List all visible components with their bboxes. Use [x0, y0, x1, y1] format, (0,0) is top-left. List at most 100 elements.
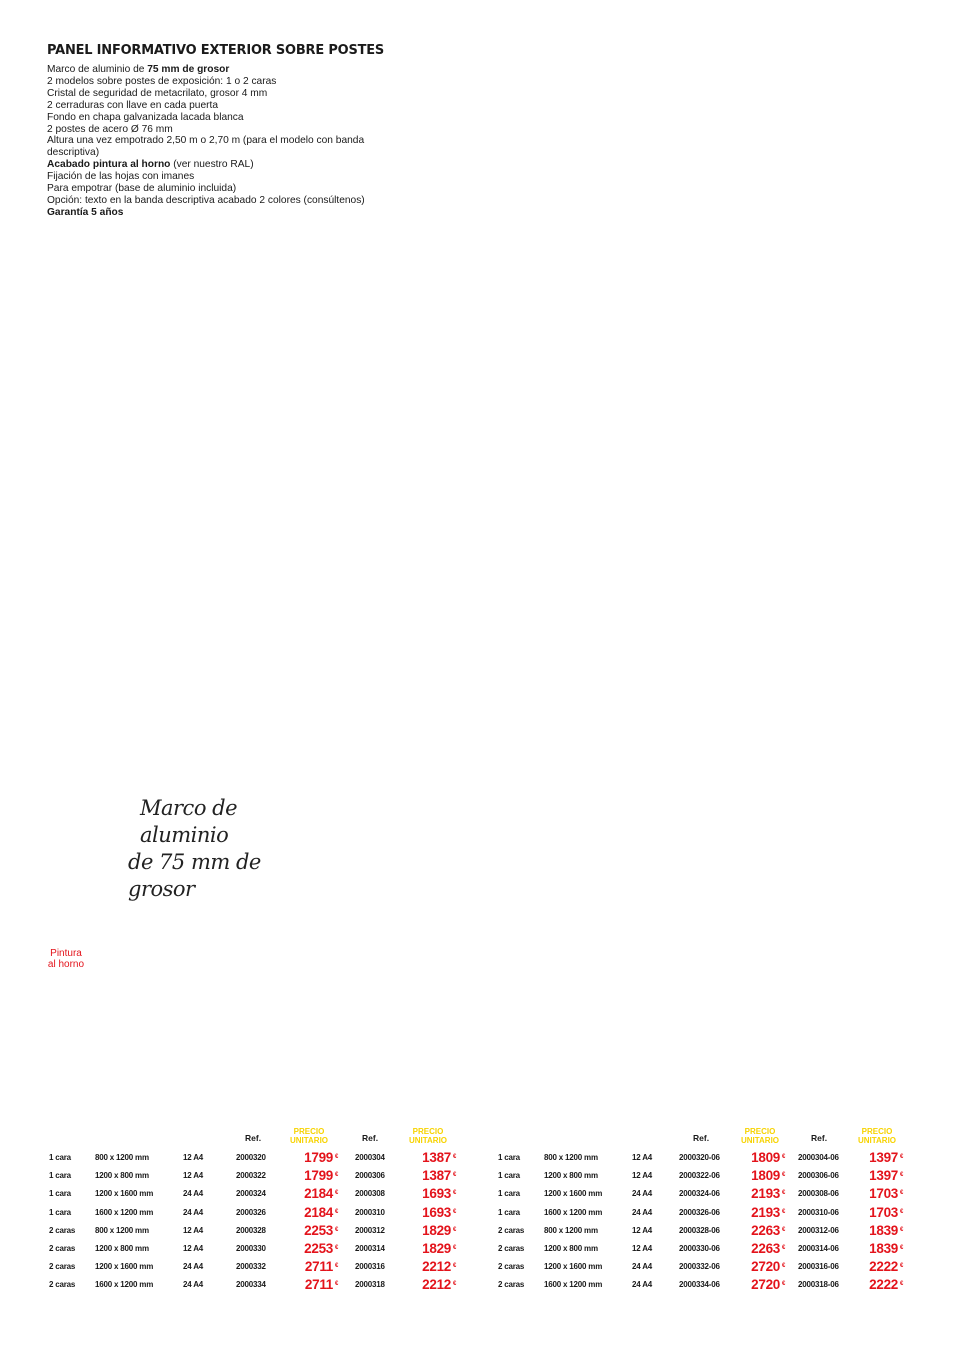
ref-cell: 2000320-06 — [679, 1153, 720, 1162]
currency-symbol: € — [453, 1244, 457, 1251]
ref-cell: 2000332 — [236, 1262, 266, 1272]
description-text: 2 modelos sobre postes de exposición: 1 … — [47, 75, 277, 87]
size-cell: 800 x 1200 mm — [544, 1153, 598, 1162]
price-cell: 1387 — [422, 1150, 451, 1165]
sheets-cell: 12 A4 — [632, 1153, 653, 1162]
sheets-cell: 24 A4 — [183, 1189, 204, 1199]
ref-cell: 2000306-06 — [798, 1171, 839, 1181]
sheets-cell: 24 A4 — [632, 1280, 653, 1290]
currency-symbol: € — [453, 1190, 457, 1197]
faces-cell: 2 caras — [49, 1280, 76, 1290]
currency-symbol: € — [335, 1281, 339, 1288]
currency-symbol: € — [335, 1154, 339, 1160]
ref-cell: 2000322-06 — [679, 1171, 720, 1181]
precio-label: PRECIO — [293, 1127, 325, 1136]
ref-header: Ref. — [245, 1133, 262, 1143]
page-title: PANEL INFORMATIVO EXTERIOR SOBRE POSTES — [47, 42, 385, 58]
price-cell: 1809 — [751, 1168, 780, 1184]
price-cell: 2253 — [304, 1222, 333, 1238]
description-line: Cristal de seguridad de metacrilato, gro… — [47, 88, 387, 100]
sheets-cell: 24 A4 — [183, 1262, 204, 1272]
sheets-cell: 12 A4 — [183, 1153, 204, 1162]
ref-cell: 2000310-06 — [798, 1207, 839, 1217]
price-cell: 1397 — [869, 1168, 898, 1184]
ref-cell: 2000334 — [236, 1280, 266, 1290]
description-line: Altura una vez empotrado 2,50 m o 2,70 m… — [47, 135, 387, 159]
price-cell: 1799 — [304, 1150, 333, 1165]
price-cell: 1397 — [869, 1150, 898, 1165]
description-line: Opción: texto en la banda descriptiva ac… — [47, 195, 387, 207]
description-emphasis: 75 mm de grosor — [147, 64, 230, 75]
ref-cell: 2000318-06 — [798, 1280, 839, 1290]
description-text: 2 cerraduras con llave en cada puerta — [47, 99, 219, 111]
currency-symbol: € — [453, 1281, 457, 1288]
sheets-cell: 12 A4 — [183, 1225, 204, 1235]
ref-cell: 2000312 — [355, 1225, 385, 1235]
faces-cell: 2 caras — [49, 1243, 76, 1253]
ref-cell: 2000334-06 — [679, 1280, 720, 1290]
size-cell: 800 x 1200 mm — [95, 1153, 149, 1162]
price-cell: 2184 — [304, 1186, 333, 1202]
description-line: 2 modelos sobre postes de exposición: 1 … — [47, 76, 387, 88]
badge-line-1: Pintura — [50, 948, 82, 959]
sheets-cell: 24 A4 — [632, 1262, 653, 1272]
faces-cell: 1 cara — [498, 1153, 520, 1162]
currency-symbol: € — [453, 1172, 457, 1179]
description-line: Fondo en chapa galvanizada lacada blanca — [47, 112, 387, 124]
ref-cell: 2000330 — [236, 1243, 266, 1253]
price-cell: 1703 — [869, 1204, 898, 1220]
price-cell: 1693 — [422, 1204, 451, 1220]
size-cell: 800 x 1200 mm — [95, 1225, 149, 1235]
currency-symbol: € — [335, 1172, 339, 1179]
price-cell: 1799 — [304, 1168, 333, 1184]
size-cell: 1200 x 800 mm — [95, 1171, 149, 1181]
ref-cell: 2000314-06 — [798, 1243, 839, 1253]
faces-cell: 2 caras — [49, 1262, 76, 1272]
faces-cell: 1 cara — [49, 1207, 71, 1217]
price-cell: 2193 — [751, 1204, 780, 1220]
currency-symbol: € — [900, 1263, 904, 1270]
faces-cell: 1 cara — [498, 1189, 520, 1199]
price-cell: 2711 — [304, 1277, 333, 1293]
currency-symbol: € — [335, 1226, 339, 1233]
description-line: Garantía 5 años — [47, 207, 387, 219]
faces-cell: 2 caras — [498, 1225, 525, 1235]
price-cell: 2263 — [751, 1222, 780, 1238]
size-cell: 1200 x 800 mm — [544, 1171, 598, 1181]
size-cell: 800 x 1200 mm — [544, 1225, 598, 1235]
price-cell: 1839 — [869, 1240, 898, 1256]
description-line: Para empotrar (base de aluminio incluida… — [47, 183, 387, 195]
currency-symbol: € — [782, 1154, 786, 1160]
size-cell: 1200 x 1600 mm — [544, 1262, 603, 1272]
ref-header: Ref. — [362, 1133, 379, 1143]
price-cell: 2711 — [304, 1259, 333, 1275]
ref-header: Ref. — [811, 1133, 828, 1143]
ref-cell: 2000322 — [236, 1171, 266, 1181]
description-line: Marco de aluminio de 75 mm de grosor — [47, 64, 387, 76]
faces-cell: 2 caras — [498, 1243, 525, 1253]
currency-symbol: € — [335, 1244, 339, 1251]
price-cell: 1829 — [422, 1222, 451, 1238]
size-cell: 1600 x 1200 mm — [95, 1280, 154, 1290]
sheets-cell: 24 A4 — [632, 1207, 653, 1217]
ref-cell: 2000312-06 — [798, 1225, 839, 1235]
description-text: Marco de aluminio de — [47, 64, 148, 75]
size-cell: 1600 x 1200 mm — [544, 1207, 603, 1217]
description-text: Opción: texto en la banda descriptiva ac… — [47, 194, 365, 206]
ref-cell: 2000306 — [355, 1171, 385, 1181]
currency-symbol: € — [900, 1172, 904, 1179]
ref-cell: 2000328-06 — [679, 1225, 720, 1235]
ref-cell: 2000324 — [236, 1189, 266, 1199]
description-text: Fijación de las hojas con imanes — [47, 171, 195, 183]
size-cell: 1200 x 1600 mm — [544, 1189, 603, 1199]
price-cell: 1387 — [422, 1168, 451, 1184]
faces-cell: 1 cara — [49, 1153, 71, 1162]
